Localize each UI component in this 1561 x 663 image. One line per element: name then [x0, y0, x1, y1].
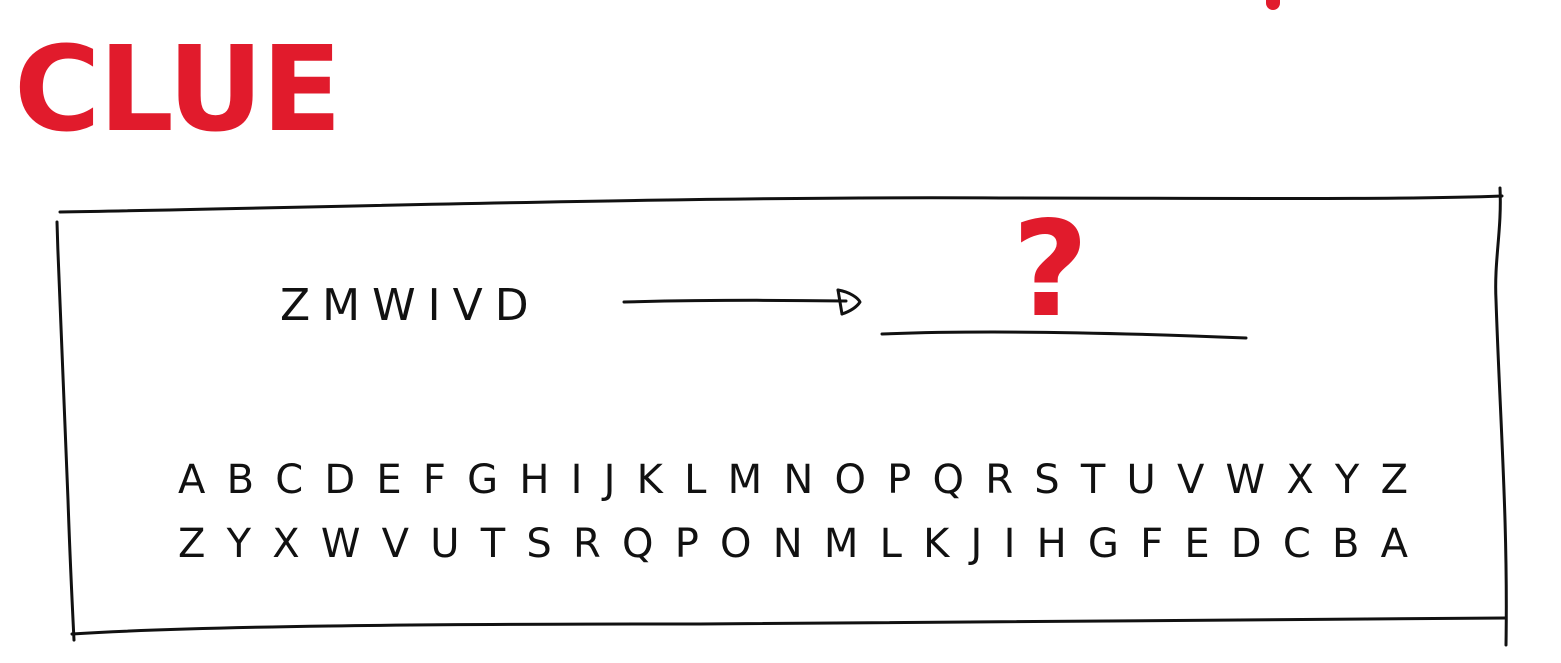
answer-blank-line [880, 330, 1248, 340]
cipher-text: ZMWIVD [280, 280, 541, 331]
red-mark [1266, 0, 1280, 10]
clue-title: CLUE [14, 20, 342, 158]
answer-question-mark: ? [1012, 193, 1089, 347]
reversed-alphabet-row: Z Y X W V U T S R Q P O N M L K J I H G … [178, 521, 1408, 567]
plain-alphabet-row: A B C D E F G H I J K L M N O P Q R S T … [178, 457, 1408, 503]
right-arrow-icon [622, 288, 862, 316]
